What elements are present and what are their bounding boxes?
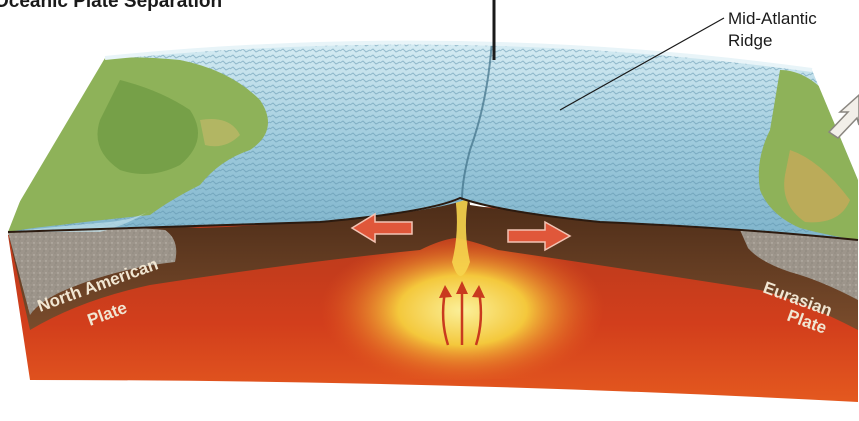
ridge-callout-label: Mid-Atlantic Ridge [728, 8, 817, 52]
ridge-callout-line1: Mid-Atlantic [728, 8, 817, 30]
diagram-title: Oceanic Plate Separation [0, 0, 222, 13]
incoming-arrow-icon [829, 95, 859, 138]
ridge-callout-line2: Ridge [728, 30, 817, 52]
